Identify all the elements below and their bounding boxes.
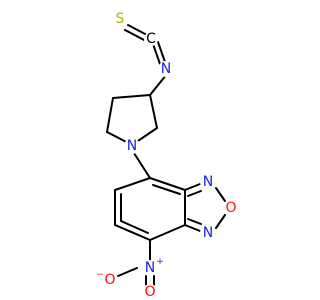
atom-o-nitro-bottom: O xyxy=(144,284,155,300)
atom-c-isothiocyanate: C xyxy=(146,31,156,47)
bond-ox-3 xyxy=(215,214,226,229)
bond-nitro-o1 xyxy=(117,267,138,277)
atom-s: S xyxy=(116,11,125,27)
atom-o-nitro-left: O xyxy=(104,272,115,288)
bond-ox-1 xyxy=(184,183,201,191)
charge-minus: − xyxy=(96,270,104,280)
atom-labels: S N N N O N N + O − O xyxy=(96,10,239,300)
bond-pyr-1 xyxy=(112,94,151,99)
bond-ox-4 xyxy=(184,224,201,232)
bond-ar-6 xyxy=(114,177,151,191)
bond-ar-inner-1 xyxy=(152,184,181,195)
bond-ar-3 xyxy=(149,224,186,241)
bond-ar-4 xyxy=(114,224,151,241)
bond-pyr-5 xyxy=(149,94,158,129)
bond-ar-1 xyxy=(149,177,186,191)
bond-s-c-a xyxy=(127,24,148,36)
atom-n-nitro: N xyxy=(145,260,155,276)
bond-c-n-a xyxy=(157,41,166,63)
atom-o-oxadiazole: O xyxy=(225,200,236,216)
molecule-diagram: S N N N O N N + O − O C xyxy=(96,10,239,300)
bond-s-c-b xyxy=(124,29,145,41)
bond-ar-inner-2 xyxy=(120,220,149,234)
atom-n-isothiocyanate: N xyxy=(161,61,171,77)
bond-pyr-2 xyxy=(106,97,114,133)
atom-n-oxadiazole-top: N xyxy=(203,174,213,190)
bond-n-aryl xyxy=(131,149,151,179)
bond-ox-1b xyxy=(187,190,202,197)
charge-plus: + xyxy=(156,257,164,267)
bond-ox-2 xyxy=(215,187,226,202)
bond-n-ring xyxy=(149,73,168,96)
atom-n-oxadiazole-bottom: N xyxy=(203,225,213,241)
atom-n-pyrrolidine: N xyxy=(127,138,137,154)
bond-ox-4b xyxy=(187,218,202,225)
bond-c-n-b xyxy=(152,43,161,65)
bonds xyxy=(106,24,226,291)
